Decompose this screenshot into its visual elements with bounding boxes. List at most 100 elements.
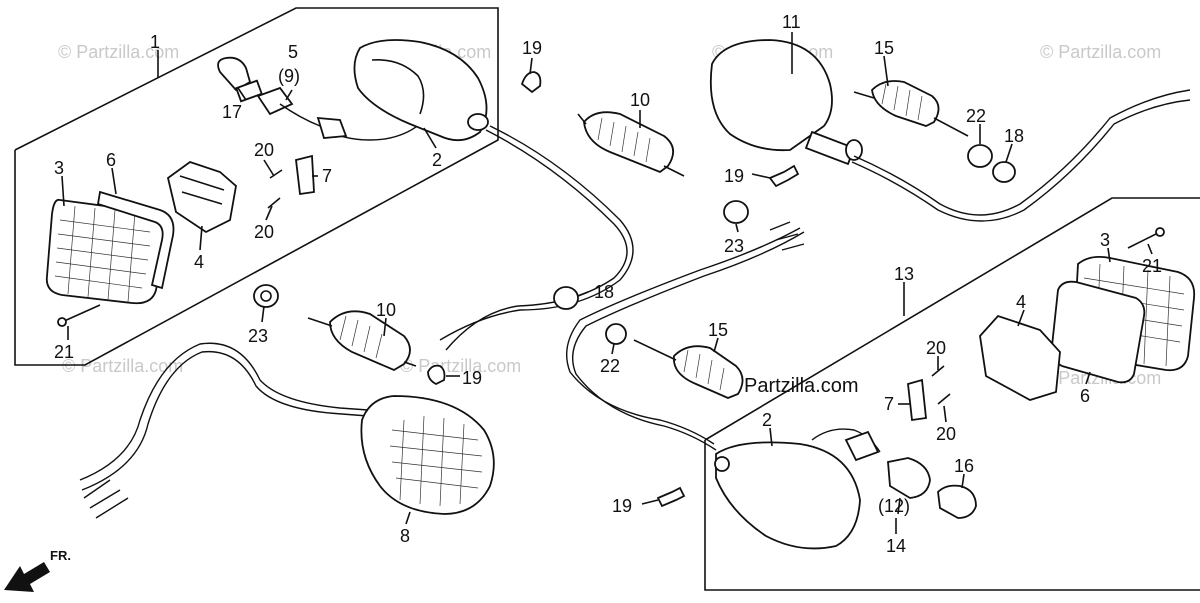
callout-14: 14 [886,536,906,556]
callout-19-top: 19 [522,38,542,58]
callout-10-left: 10 [376,300,396,320]
gasket-part-6-right [1050,280,1146,384]
assembly-13-frame-bottom [704,440,1200,591]
callout-6-right: 6 [1080,386,1090,406]
wire-center [566,227,801,445]
wire-loop-lower-left [79,342,369,481]
base-part-4-right [979,314,1061,401]
callout-6-left: 6 [106,150,116,170]
gasket-part-6-left [96,190,175,290]
housing-part-2-right [714,441,861,550]
callout-19-lower: 19 [612,496,632,516]
bushing-part-23-right [723,200,749,224]
callout-22-top: 22 [966,106,986,126]
grommet-part-19-top [520,71,542,94]
callout-9: (9) [278,66,300,86]
housing-part-2-left-stem [467,113,489,131]
turn-signal-part-11 [709,39,863,166]
clip-part-7-left [295,154,315,196]
callout-1: 1 [150,32,160,52]
bulb-part-17-left [217,56,252,92]
screw-part-19-lower [656,486,686,508]
bulb-part-16 [937,484,977,519]
callout-2-left: 2 [432,150,442,170]
bushing-part-23-left-hole [260,290,272,302]
nut-part-22-center [605,323,627,345]
callout-4-right: 4 [1016,292,1026,312]
housing-part-2-left-inner [371,59,425,115]
wire-upper-right [853,89,1191,216]
socket-clip-left [316,116,348,139]
callout-23-left: 23 [248,326,268,346]
nut-part-22-top [967,144,993,168]
callout-20-left-bottom: 20 [254,222,274,242]
wire-upper-right-2 [851,99,1191,222]
callout-3-left: 3 [54,158,64,178]
socket-part-5-left [256,86,294,116]
watermark-top-right: © Partzilla.com [1040,42,1161,62]
watermark-center: Partzilla.com [744,375,858,397]
screw-part-20-left-a [269,169,283,179]
callout-3-right: 3 [1100,230,1110,250]
callout-16: 16 [954,456,974,476]
callout-23-right: 23 [724,236,744,256]
callout-10-top: 10 [630,90,650,110]
clip-part-7-right [907,378,927,422]
socket-part-right [844,430,880,462]
callout-18-center: 18 [594,282,614,302]
base-part-4-left [166,160,237,234]
callout-20-right-top: 20 [926,338,946,358]
front-direction-indicator: FR. [4,548,71,592]
watermark-mid-center: © Partzilla.com [400,356,521,376]
callout-18-top: 18 [1004,126,1024,146]
wire-terminals-center [769,221,805,251]
screw-part-19-right [768,164,800,188]
wire-terminals-lower-left [83,479,129,519]
callout-8: 8 [400,526,410,546]
callout-12: (12) [878,496,910,516]
screw-part-21-left [61,304,101,323]
bulb-part-14 [887,457,931,499]
callout-5: 5 [288,42,298,62]
front-label: FR. [50,548,71,563]
callout-21-left: 21 [54,342,74,362]
stay-wire-left [439,125,634,341]
callout-2-right: 2 [762,410,772,430]
callout-17: 17 [222,102,242,122]
callout-15-center: 15 [708,320,728,340]
bushing-part-23-left [253,284,279,308]
damper-part-10-left [307,310,417,372]
screw-part-21-right [1127,231,1161,249]
screw-part-20-right-a [931,365,945,377]
base-part-4-left-detail [179,175,225,205]
assembly-13-frame-top [704,197,1200,441]
callout-20-right-bottom: 20 [936,424,956,444]
wire-center-2 [572,231,805,451]
housing-part-2-left [353,39,488,142]
leader-lines [61,32,1153,534]
screw-part-20-left-b [267,197,281,209]
nut-part-18-center [553,286,579,310]
damper-part-15-center [633,339,744,399]
front-arrow-icon [4,562,50,592]
callout-19-right: 19 [724,166,744,186]
callout-21-right: 21 [1142,256,1162,276]
screw-part-21-right-head [1155,227,1165,237]
callout-11: 11 [782,12,801,32]
callout-15-top: 15 [874,38,894,58]
callout-labels: 1 2 3 6 4 5 (9) 17 20 20 7 21 23 19 10 1… [54,12,1162,556]
callout-20-left-top: 20 [254,140,274,160]
screw-part-21-left-head [57,317,67,327]
wire-loop-lower-left-2 [81,350,369,491]
watermark-top-left: © Partzilla.com [58,42,179,62]
callout-4-left: 4 [194,252,204,272]
watermark-mid-left: © Partzilla.com [62,356,183,376]
callout-7-left: 7 [322,166,332,186]
callout-13: 13 [894,264,914,284]
callout-22-center: 22 [600,356,620,376]
turn-signal-part-8 [360,395,495,515]
callout-19-middle: 19 [462,368,482,388]
assembly-1-frame [14,7,499,366]
